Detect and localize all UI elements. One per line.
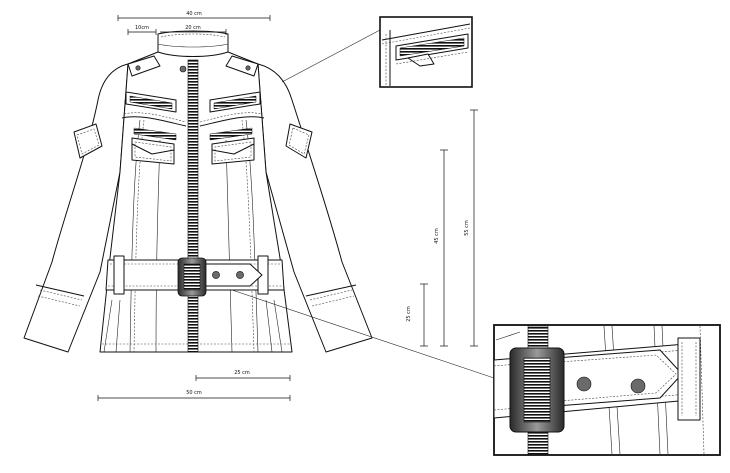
chest-zip-pocket-left xyxy=(125,91,177,113)
svg-text:45 cm: 45 cm xyxy=(434,228,440,244)
belt-button-1 xyxy=(212,271,220,279)
svg-text:50 cm: 50 cm xyxy=(186,390,202,396)
callout-belt-buckle-detail xyxy=(493,324,721,456)
svg-text:25 cm: 25 cm xyxy=(234,370,250,376)
lower-zip-left xyxy=(133,127,177,141)
callout-leader-top xyxy=(281,29,381,83)
left-epaulette xyxy=(127,55,161,77)
flap-pocket-left xyxy=(131,137,175,165)
right-sleeve-tab xyxy=(285,123,313,159)
svg-text:20 cm: 20 cm xyxy=(185,25,201,31)
dimension-waist-to-hem: 45 cm xyxy=(434,149,448,347)
waist-belt xyxy=(105,255,285,297)
dimension-shoulder-width: 10cm xyxy=(127,25,157,35)
belt-button-2 xyxy=(236,271,244,279)
svg-text:40 cm: 40 cm xyxy=(186,11,202,17)
svg-text:55 cm: 55 cm xyxy=(464,220,470,236)
dimension-hem-width: 50 cm xyxy=(97,390,291,401)
detail-button-1 xyxy=(576,376,592,392)
jacket xyxy=(23,30,373,353)
center-front-zipper xyxy=(187,59,199,353)
dimension-hem-half: 25 cm xyxy=(195,370,291,381)
right-sleeve xyxy=(257,63,373,353)
dimension-body-length: 55 cm xyxy=(464,109,478,347)
front-yoke xyxy=(121,116,265,127)
callout-chest-pocket-zipper-detail xyxy=(379,16,473,88)
callout-leader-bottom xyxy=(231,289,495,379)
dimension-collar-width: 20 cm xyxy=(160,25,227,35)
chest-zip-pocket-right xyxy=(209,91,261,113)
collar-button-left xyxy=(179,65,187,73)
flap-pocket-right xyxy=(211,137,255,165)
lower-zip-right xyxy=(209,127,253,141)
svg-text:25 cm: 25 cm xyxy=(406,306,412,322)
dimension-chest-width: 40 cm xyxy=(117,11,271,21)
dimension-belt-to-hem: 25 cm xyxy=(406,283,428,347)
svg-text:10cm: 10cm xyxy=(135,25,149,31)
right-epaulette xyxy=(225,55,259,77)
stand-collar xyxy=(157,30,229,57)
detail-button-2 xyxy=(630,378,646,394)
